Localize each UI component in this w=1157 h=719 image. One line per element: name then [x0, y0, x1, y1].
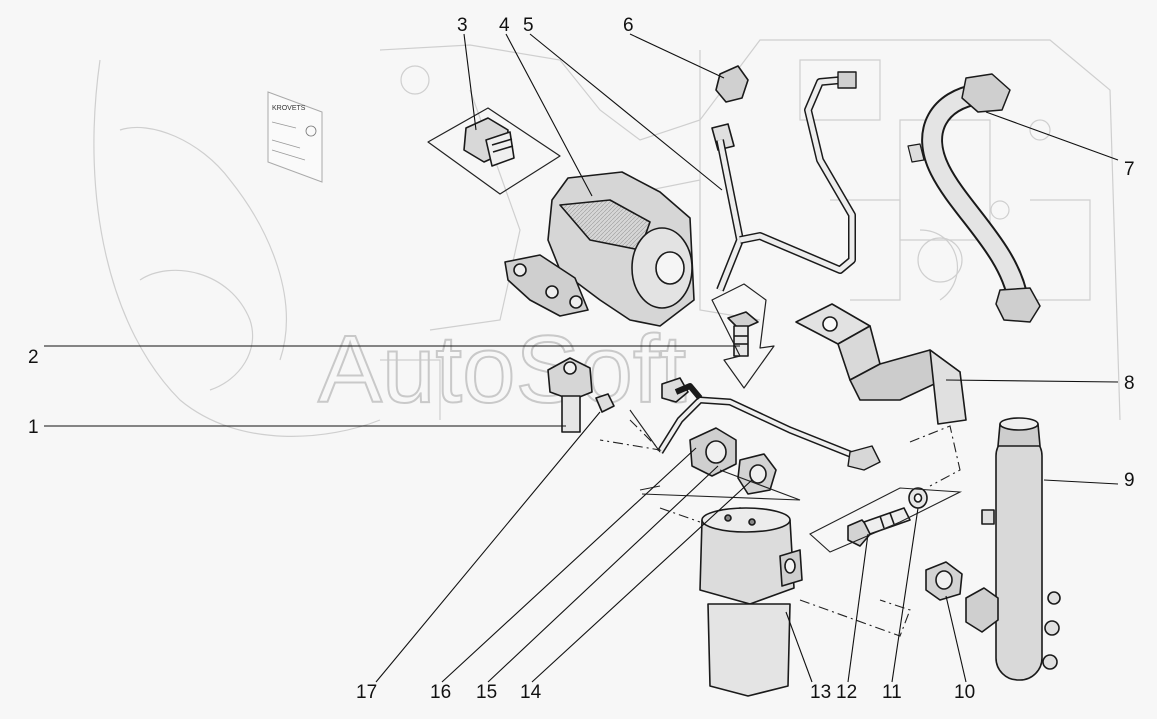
callout-13: 13: [810, 682, 831, 703]
callout-2: 2: [28, 347, 39, 368]
callout-7: 7: [1124, 159, 1135, 180]
hydraulic-pump-4: [504, 171, 695, 327]
callout-11: 11: [882, 682, 902, 703]
filter-housing-13: [699, 507, 803, 697]
bolt-2: [727, 311, 759, 357]
washer-11: [908, 487, 928, 509]
callout-10: 10: [954, 682, 975, 703]
adapter-10: [925, 561, 963, 601]
fitting-group-bracket: [427, 107, 561, 195]
union-nut-15: [689, 427, 737, 477]
valve-fitting-1: [547, 357, 593, 433]
callout-numbers: 1 2 3 4 5 6 7 8 9 10 11 12 13 14 15 16 1…: [28, 15, 1135, 703]
callout-16: 16: [430, 682, 451, 703]
bolt-12: [847, 507, 911, 547]
callout-9: 9: [1124, 470, 1135, 491]
callout-8: 8: [1124, 373, 1135, 394]
callout-4: 4: [499, 15, 510, 36]
callout-14: 14: [520, 682, 542, 703]
callout-5: 5: [523, 15, 534, 36]
assembly-guide-lines: [599, 419, 963, 637]
callout-3: 3: [457, 15, 468, 36]
bent-tube-5: [716, 71, 857, 292]
pressure-tube: [629, 383, 881, 471]
plug-fitting: [595, 393, 615, 413]
elbow-fitting-6: [711, 65, 749, 151]
curved-pipe-7: [907, 73, 1041, 323]
callout-17: 17: [356, 682, 377, 703]
callout-6: 6: [623, 15, 634, 36]
assembly-arrow: [711, 283, 775, 389]
manifold-9: [965, 417, 1061, 681]
leader-lines: [44, 33, 1119, 683]
plate-text: KROVETS: [272, 105, 306, 112]
mounting-bracket-8: [795, 303, 967, 425]
callout-1: 1: [28, 417, 39, 438]
nut-16: [661, 377, 689, 403]
callout-12: 12: [836, 682, 857, 703]
watermark: AutoSoft: [318, 316, 686, 423]
callout-15: 15: [476, 682, 497, 703]
identification-plate: KROVETS: [267, 91, 323, 183]
fitting-3: [463, 117, 515, 167]
